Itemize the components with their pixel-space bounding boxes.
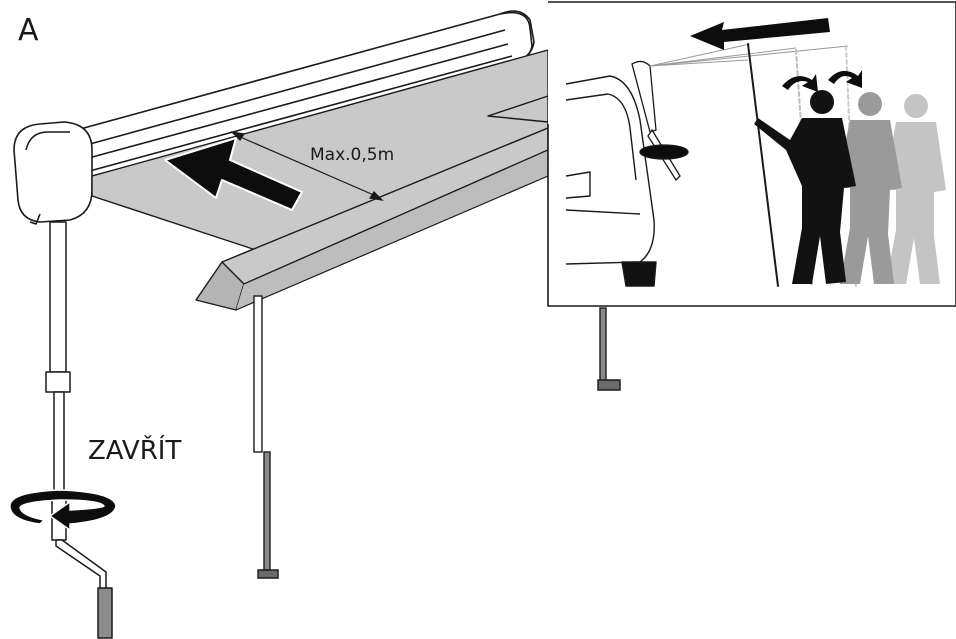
action-label: ZAVŘÍT: [88, 434, 181, 466]
pull-direction-arrow-icon: [690, 18, 830, 50]
rotation-arrow-icon: [9, 489, 117, 532]
inset-panel: [547, 1, 956, 307]
support-leg-rear: [597, 307, 621, 391]
awning-fabric: [91, 49, 549, 311]
person-silhouette-far: [884, 94, 946, 284]
pole-rotation-arrow-icon: [782, 70, 862, 92]
measurement-label: Max.0,5m: [310, 145, 394, 165]
panel-letter: A: [18, 13, 39, 48]
measurement-dimension: [230, 131, 384, 201]
support-leg-front: [253, 295, 279, 579]
crank-handle: [45, 221, 113, 639]
awning-cassette: [13, 10, 535, 225]
person-silhouette-front: [754, 90, 856, 284]
direction-arrow-icon: [164, 137, 303, 211]
person-silhouette-back: [836, 92, 902, 284]
inset-crank: [631, 60, 689, 182]
vehicle-rear: [565, 75, 657, 287]
